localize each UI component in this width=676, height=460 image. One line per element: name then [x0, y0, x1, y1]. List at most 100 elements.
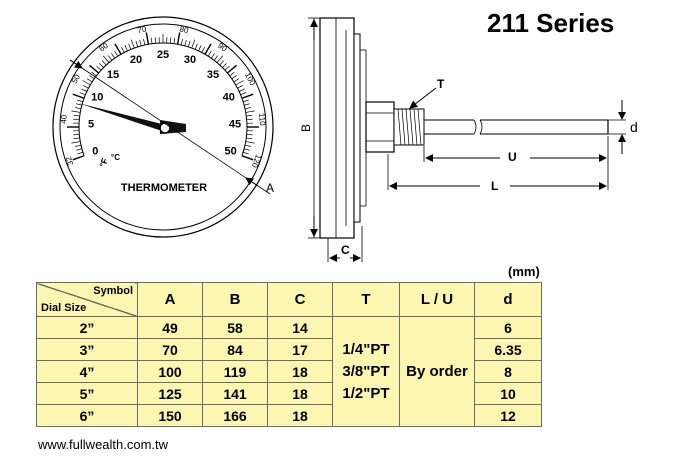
celsius-scale-label: 30 — [184, 54, 196, 66]
scale-tick — [224, 65, 230, 71]
scale-tick — [96, 65, 102, 71]
dial-size-cell: 4” — [36, 360, 138, 383]
spec-table: Symbol Dial Size A B C T L / U d 2” 49 5… — [36, 282, 542, 427]
scale-tick — [79, 92, 86, 96]
scale-tick — [180, 39, 183, 46]
scale-tick — [241, 93, 254, 99]
hex-nut — [365, 101, 395, 153]
scale-tick — [244, 144, 251, 147]
thread-option: 1/4"PT — [342, 340, 390, 358]
fahrenheit-scale-label: 90 — [216, 41, 229, 54]
scale-tick — [184, 39, 187, 46]
scale-tick — [233, 78, 240, 83]
scale-tick — [139, 39, 142, 46]
scale-tick — [114, 43, 122, 55]
scale-tick — [73, 133, 80, 136]
dimension-t-label: T — [437, 77, 445, 91]
scale-tick — [226, 64, 237, 74]
scale-tick — [244, 103, 251, 106]
celsius-scale-label: 25 — [157, 49, 169, 61]
scale-tick — [72, 155, 85, 161]
scale-tick — [246, 114, 253, 117]
d-cell: 8 — [474, 360, 542, 383]
fahrenheit-scale-label: 60 — [97, 41, 110, 54]
scale-tick — [111, 53, 116, 59]
scale-tick — [102, 55, 110, 63]
corner-symbol-label: Symbol — [93, 285, 133, 297]
b-cell: 141 — [202, 382, 268, 405]
celsius-scale-label: 15 — [107, 69, 119, 81]
scale-tick — [73, 137, 80, 140]
table-row: 6” 150 166 18 12 — [36, 404, 542, 427]
scale-tick — [240, 92, 247, 96]
a-cell: 70 — [137, 338, 203, 361]
header-c: C — [267, 282, 333, 317]
scale-tick — [207, 50, 212, 57]
scale-tick — [244, 107, 251, 110]
series-title: 211 Series — [487, 8, 615, 38]
scale-tick — [238, 88, 245, 92]
scale-tick — [187, 41, 191, 47]
dimension-u-label: U — [508, 150, 517, 164]
scale-tick — [216, 55, 224, 63]
dial-size-cell: 6” — [36, 404, 138, 427]
scale-tick — [243, 151, 249, 155]
scale-tick — [176, 32, 181, 45]
thread-option: 1/2"PT — [342, 384, 390, 402]
scale-tick — [246, 118, 253, 121]
fahrenheit-scale-label: 40 — [59, 114, 69, 124]
scale-tick — [194, 43, 198, 50]
t-cell: 1/4"PT 3/8"PT 1/2"PT — [332, 316, 400, 427]
scale-tick — [154, 37, 157, 44]
dimension-a-line — [69, 59, 271, 195]
scale-tick — [82, 80, 91, 86]
scale-tick — [246, 133, 253, 136]
case-housing — [319, 17, 355, 239]
header-d: d — [474, 282, 542, 317]
scale-tick — [72, 93, 85, 99]
a-cell: 100 — [137, 360, 203, 383]
a-cell: 150 — [137, 404, 203, 427]
lu-cell: By order — [399, 316, 475, 427]
fahrenheit-scale-label: 120 — [250, 153, 263, 169]
dial-scale-ticks — [67, 32, 259, 161]
scale-tick — [81, 88, 88, 92]
scale-tick — [173, 37, 176, 44]
case-back — [353, 33, 361, 223]
scale-tick — [229, 71, 235, 77]
scale-tick — [231, 75, 237, 80]
celsius-scale-label: 0 — [92, 146, 98, 158]
b-cell: 58 — [202, 316, 268, 339]
table-row: 2” 49 58 14 1/4"PT 3/8"PT 1/2"PT By orde… — [36, 316, 542, 427]
scale-tick — [71, 110, 81, 113]
scale-tick — [89, 75, 95, 80]
dial-size-cell: 5” — [36, 382, 138, 405]
scale-tick — [243, 99, 249, 103]
header-t: T — [332, 282, 400, 317]
c-cell: 18 — [267, 404, 333, 427]
b-cell: 84 — [202, 338, 268, 361]
table-header-row: Symbol Dial Size A B C T L / U d — [36, 282, 542, 317]
scale-tick — [121, 47, 125, 53]
a-cell: 49 — [137, 316, 203, 339]
scale-tick — [128, 43, 132, 50]
scale-tick — [201, 47, 205, 53]
dial-size-cell: 3” — [36, 338, 138, 361]
b-cell: 119 — [202, 360, 268, 383]
celsius-scale-label: 20 — [130, 54, 142, 66]
fahrenheit-scale-label: 50 — [70, 72, 82, 85]
thread-fitting — [393, 108, 425, 146]
scale-tick — [244, 148, 251, 151]
scale-tick — [77, 151, 83, 155]
dimension-t-leader — [409, 87, 437, 109]
dimension-d-label: d — [630, 119, 638, 135]
scale-tick — [75, 144, 82, 147]
scale-tick — [73, 114, 80, 117]
scale-tick — [237, 85, 243, 89]
c-cell: 18 — [267, 382, 333, 405]
scale-tick — [198, 45, 202, 52]
dimension-l-label: L — [491, 179, 498, 193]
scale-tick — [73, 118, 80, 121]
scale-tick — [75, 148, 82, 151]
scale-tick — [150, 37, 153, 44]
